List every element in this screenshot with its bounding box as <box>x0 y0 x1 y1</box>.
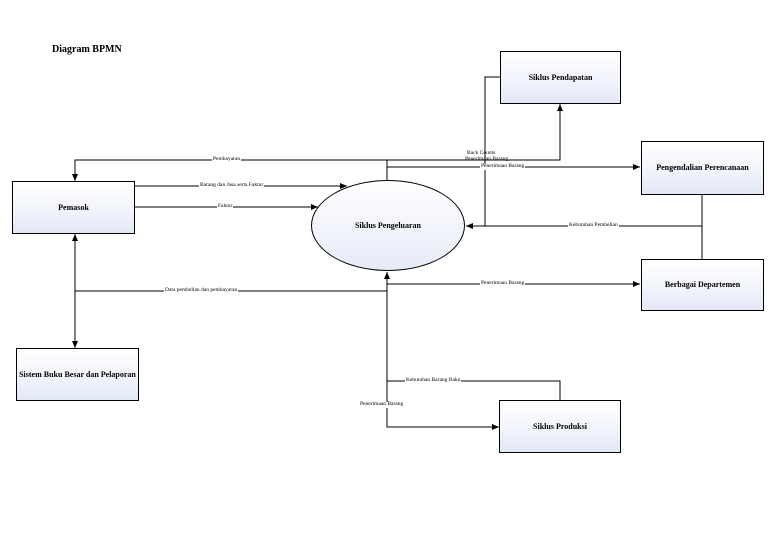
label-pembayaran: Pembayaran <box>212 156 242 163</box>
label-barang-jasa-faktur: Barang dan Jasa serta Faktur <box>199 182 265 189</box>
sistem-buku-besar-box[interactable]: Sistem Buku Besar dan Pelaporan <box>16 348 139 401</box>
siklus-pendapatan-box[interactable]: Siklus Pendapatan <box>500 51 621 104</box>
pemasok-box[interactable]: Pemasok <box>12 181 135 234</box>
flow-kebutuhan-barang-baku <box>384 272 561 400</box>
label-penerimaan-barang-3: Penerimaan Barang <box>480 280 526 287</box>
siklus-pengeluaran-ellipse[interactable]: Siklus Pengeluaran <box>311 180 465 271</box>
label-back-counts: Back Counts <box>467 150 496 156</box>
flow-back-counts <box>484 76 500 226</box>
label-faktur: Faktur <box>217 203 234 210</box>
berbagai-departemen-box[interactable]: Berbagai Departemen <box>641 259 764 311</box>
label-penerimaan-barang-4: Penerimaan Barang <box>359 401 405 408</box>
label-kebutuhan-pembelian: Kebutuhan Pembelian <box>568 222 619 229</box>
pengendalian-perencanaan-box[interactable]: Pengendalian Perencanaan <box>641 141 764 195</box>
diagram-title: Diagram BPMN <box>52 44 122 55</box>
flow-penerimaan-barang-4 <box>386 381 499 430</box>
label-data-pembelian: Data pembelian dan pembayaran <box>164 287 239 294</box>
label-penerimaan-barang-1: Penerimaan Barang <box>465 156 509 162</box>
label-penerimaan-barang-2: Penerimaan Barang <box>480 163 526 170</box>
siklus-produksi-box[interactable]: Siklus Produksi <box>499 400 621 453</box>
flow-penerimaan-barang-1 <box>387 104 563 161</box>
flow-pembayaran <box>72 159 388 181</box>
label-kebutuhan-barang-baku: Kebutuhan Barang Baku <box>405 377 462 384</box>
